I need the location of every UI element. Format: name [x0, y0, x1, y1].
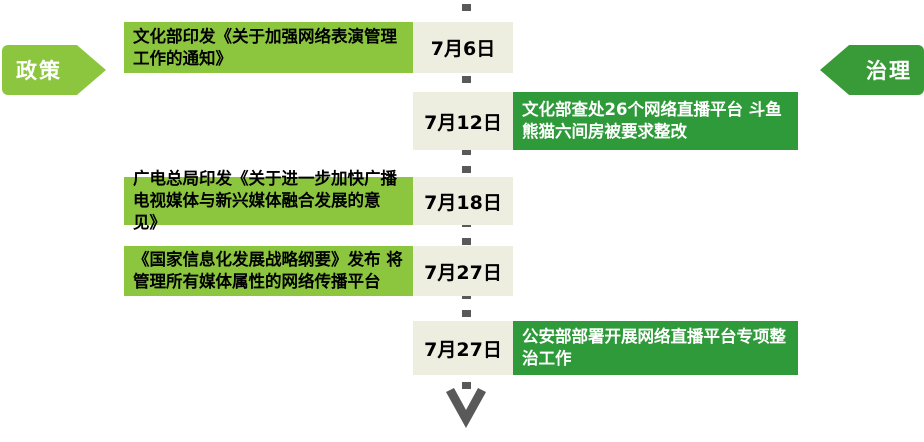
timeline-event-text: 《国家信息化发展战略纲要》发布 将管理所有媒体属性的网络传播平台 — [124, 246, 413, 296]
down-arrow-icon — [440, 388, 492, 432]
event-text-label: 广电总局印发《关于进一步加快广播电视媒体与新兴媒体融合发展的意见》 — [133, 169, 397, 232]
timeline-event-text: 文化部印发《关于加强网络表演管理工作的通知》 — [124, 22, 413, 73]
date-label: 7月27日 — [424, 261, 502, 284]
date-label: 7月6日 — [430, 38, 496, 60]
timeline-event-text: 公安部部署开展网络直播平台专项整治工作 — [513, 321, 798, 375]
category-tag-governance: 治理 — [820, 45, 924, 95]
event-text-label: 《国家信息化发展战略纲要》发布 将管理所有媒体属性的网络传播平台 — [133, 250, 403, 291]
timeline-date: 7月27日 — [413, 321, 513, 375]
event-text-label: 公安部部署开展网络直播平台专项整治工作 — [522, 327, 786, 368]
timeline-event-text: 广电总局印发《关于进一步加快广播电视媒体与新兴媒体融合发展的意见》 — [124, 169, 413, 232]
timeline-date: 7月6日 — [413, 22, 513, 73]
timeline-date: 7月18日 — [413, 177, 513, 225]
timeline-date: 7月12日 — [413, 92, 513, 150]
category-tag-governance-label: 治理 — [866, 59, 912, 83]
date-label: 7月27日 — [424, 338, 502, 361]
category-tag-policy: 政策 — [2, 45, 106, 95]
timeline-event-text: 文化部查处26个网络直播平台 斗鱼熊猫六间房被要求整改 — [513, 92, 798, 150]
event-text-label: 文化部印发《关于加强网络表演管理工作的通知》 — [133, 26, 397, 68]
timeline-date: 7月27日 — [413, 246, 513, 296]
date-label: 7月12日 — [424, 111, 502, 134]
date-label: 7月18日 — [424, 191, 502, 214]
category-tag-policy-label: 政策 — [16, 59, 62, 83]
event-text-label: 文化部查处26个网络直播平台 斗鱼熊猫六间房被要求整改 — [522, 100, 782, 141]
